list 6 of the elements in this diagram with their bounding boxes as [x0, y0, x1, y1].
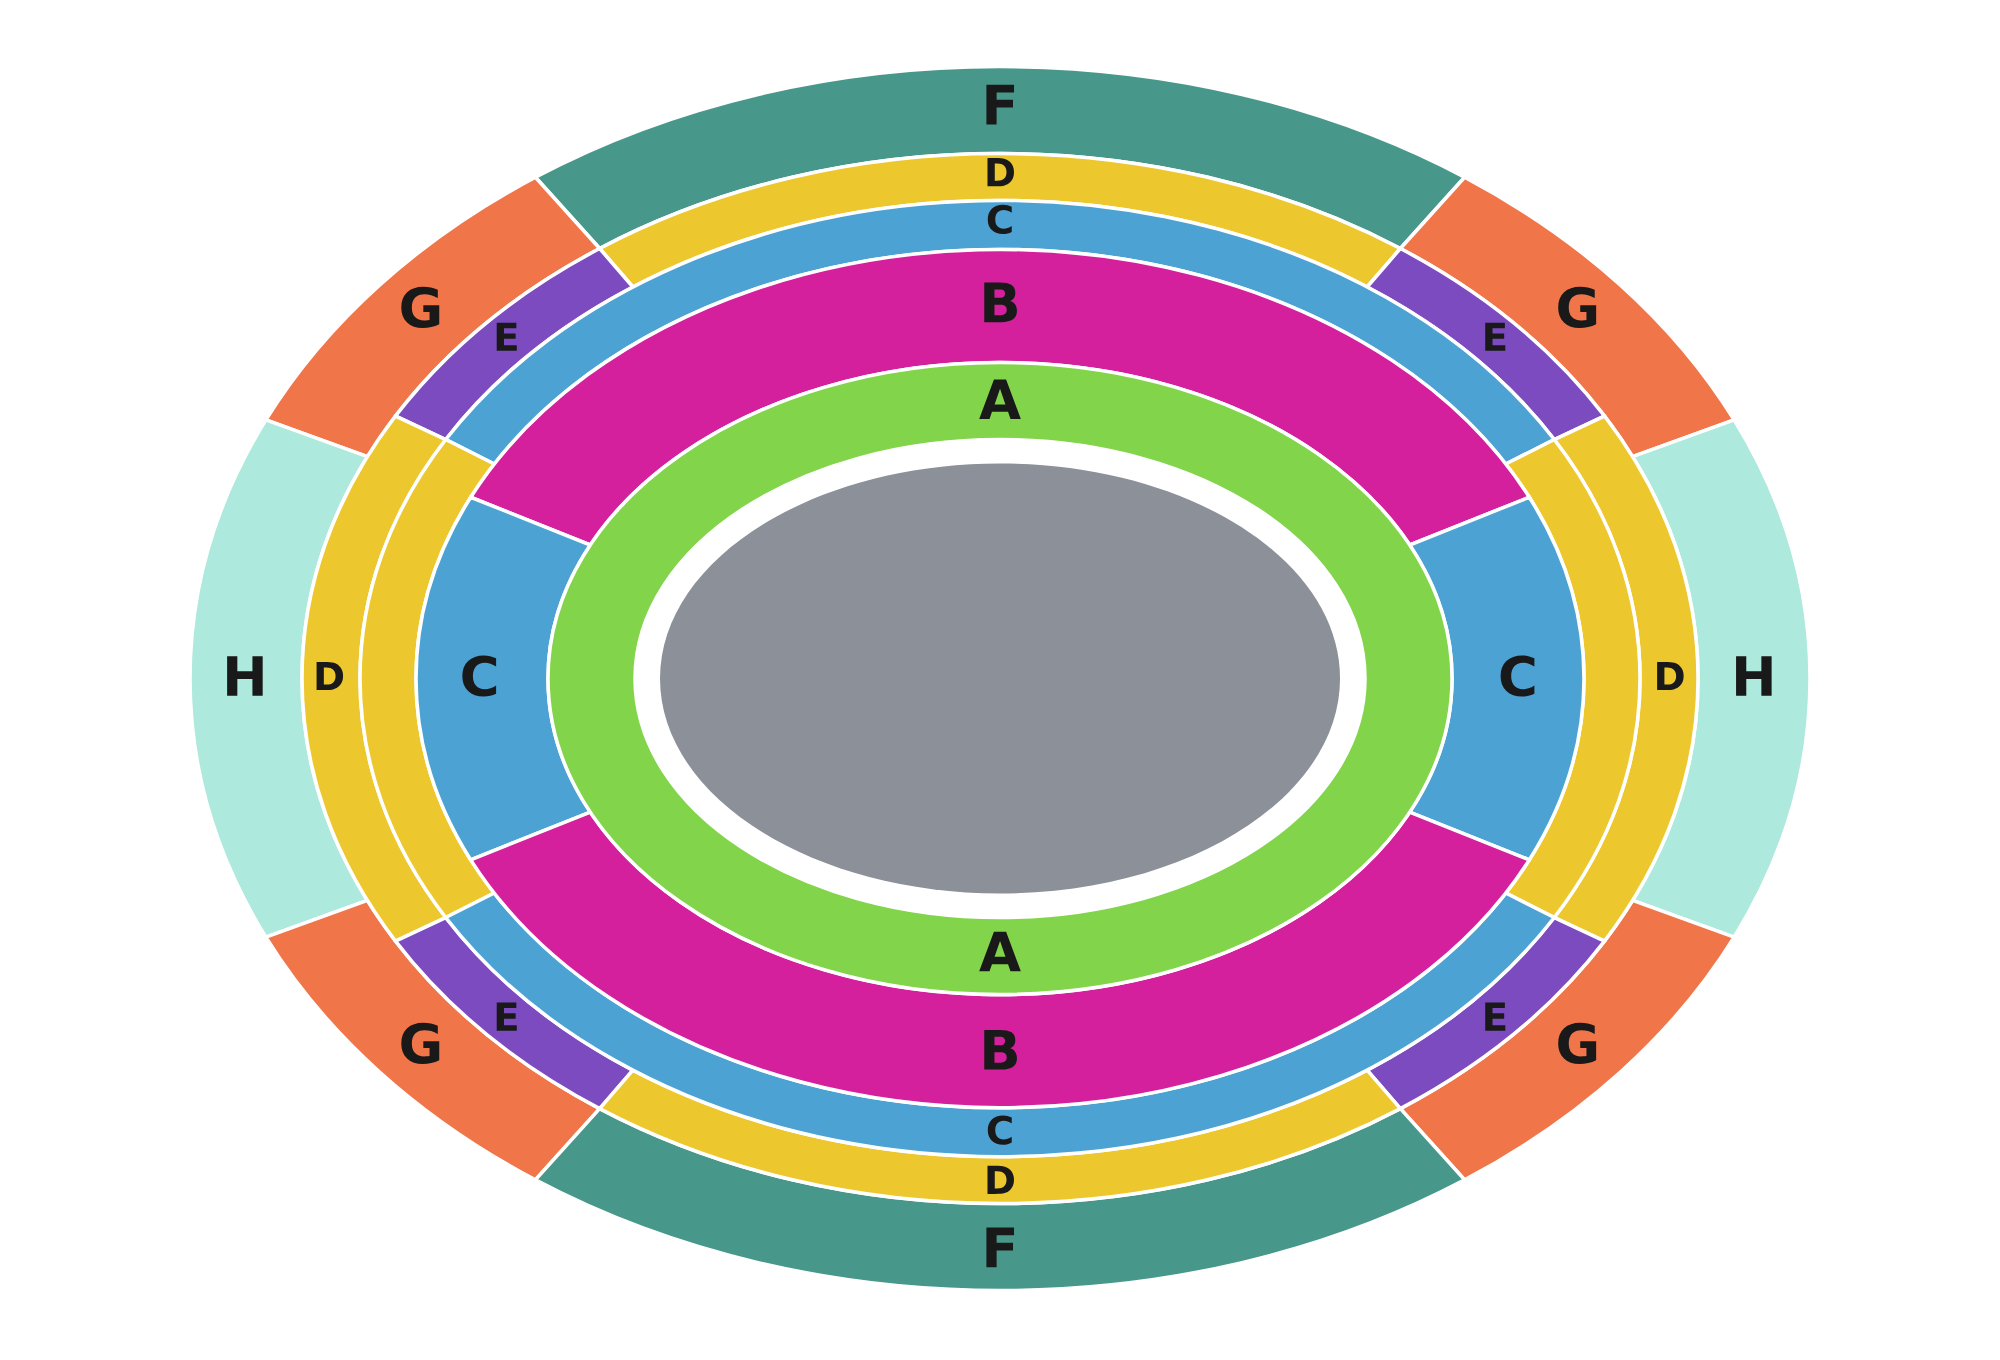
seating-section: D: [1552, 414, 1700, 943]
field-area: [660, 463, 1340, 894]
seating-section: D: [300, 414, 448, 943]
seating-section: [358, 437, 496, 920]
seating-section: C: [1407, 495, 1586, 862]
seating-section: C: [414, 495, 593, 862]
